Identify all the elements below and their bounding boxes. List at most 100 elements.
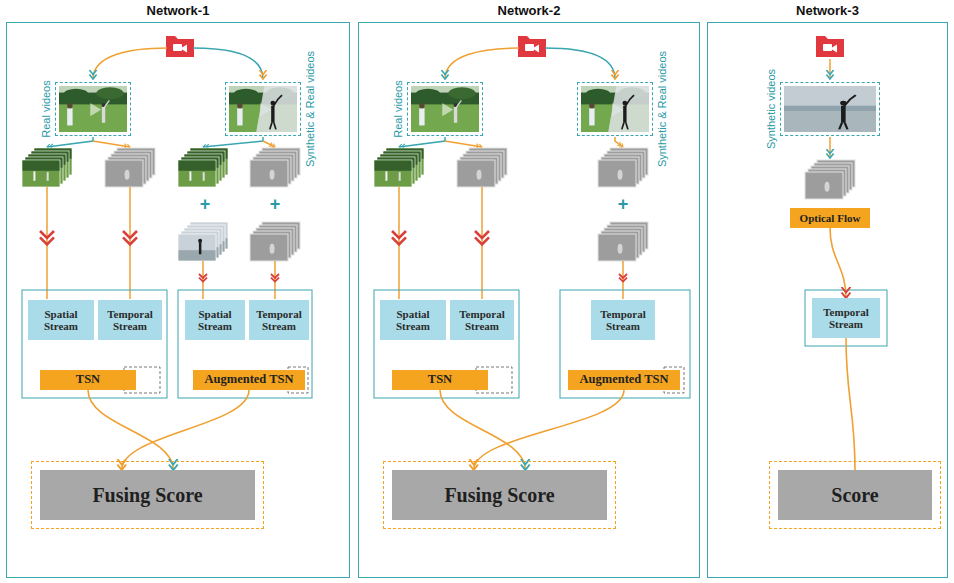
box-label: Temporal Stream (816, 306, 876, 330)
frame-stack (598, 222, 648, 261)
flow-line (93, 48, 167, 79)
synthetic-overlay (608, 86, 649, 132)
silhouette-arms (625, 95, 635, 107)
synthetic-overlay (256, 86, 297, 132)
frame-stack (250, 148, 300, 187)
silhouette-arms (273, 95, 283, 107)
camera-body (173, 44, 182, 51)
flow-line (93, 141, 130, 147)
box-label: Temporal Stream (595, 308, 651, 332)
stream-box: Temporal Stream (98, 300, 162, 340)
red-chevrons (392, 231, 406, 244)
frame-trees (179, 161, 216, 171)
frame-person (33, 171, 35, 180)
camera-body (823, 44, 832, 51)
connector (846, 338, 855, 470)
box-label: TSN (428, 373, 452, 387)
flow-line (445, 48, 519, 79)
frame-golfer (399, 172, 401, 181)
flow-blob (618, 244, 623, 254)
red-chevrons (123, 231, 137, 244)
connector (440, 390, 525, 470)
video-frame-box: Real videos (407, 82, 483, 136)
video-label: Synthetic & Real videos (304, 51, 316, 167)
flow-line (399, 137, 445, 147)
flow-blob (618, 170, 623, 180)
scene-bystander-head (67, 103, 72, 108)
frame-person (385, 171, 387, 180)
panel-title: Network-1 (7, 3, 349, 18)
box-label: Optical Flow (800, 212, 861, 224)
scene-tree (416, 89, 440, 100)
silhouette-body (271, 106, 274, 123)
frame-stack (178, 148, 228, 187)
network-container (374, 290, 519, 398)
video-thumbnail (411, 86, 479, 132)
flow-line (829, 137, 831, 158)
tsn-bar: TSN (40, 370, 136, 390)
synthetic-figure (199, 242, 202, 254)
stream-box: Temporal Stream (450, 300, 514, 340)
video-folder-icon (166, 36, 194, 57)
connector (474, 390, 624, 470)
rgb-frame (22, 160, 60, 187)
stream-box: Spatial Stream (380, 300, 446, 340)
frame-stack (178, 222, 228, 261)
connector (830, 228, 846, 298)
video-thumbnail (229, 86, 297, 132)
optical-flow-label: Optical Flow (790, 208, 870, 228)
panel-title: Network-3 (708, 3, 947, 18)
scene-tree (586, 89, 610, 100)
frame-stack (374, 148, 424, 187)
flow-blob (825, 182, 830, 192)
connector (88, 390, 173, 470)
frame-trees (375, 161, 412, 171)
score-box: Fusing Score (392, 470, 607, 520)
silhouette-legs (622, 123, 628, 130)
synthetic-frame (178, 234, 216, 261)
camera-lens (534, 45, 539, 53)
play-symbol (90, 103, 101, 116)
synthetic-head (198, 239, 202, 243)
frame-golfer (47, 172, 49, 181)
flow-blob (125, 170, 130, 180)
box-label: Augmented TSN (579, 373, 668, 387)
tsn-bar: Augmented TSN (568, 370, 680, 390)
network-panel: Network-1Real videosSynthetic & Real vid… (6, 22, 350, 578)
silhouette-body (623, 106, 626, 123)
camera-body (525, 44, 534, 51)
box-label: Fusing Score (444, 484, 554, 506)
box-label: Spatial Stream (189, 308, 241, 332)
flow-frame (598, 234, 636, 261)
flow-line (445, 141, 482, 147)
folder-shape (166, 36, 194, 57)
video-frame-box: Real videos (55, 82, 131, 136)
scene-ground (784, 111, 876, 132)
golfer-arm (455, 100, 461, 109)
golfer-arm (103, 100, 109, 109)
box-label: Spatial Stream (384, 308, 442, 332)
video-frame-box: Synthetic & Real videos (577, 82, 653, 136)
video-thumbnail (784, 86, 876, 132)
scene-tree (448, 87, 475, 99)
flow-line (203, 137, 263, 147)
flow-line (545, 48, 615, 79)
synthetic-ground (179, 250, 216, 260)
red-chevrons (199, 274, 207, 282)
stream-box: Spatial Stream (185, 300, 245, 340)
panel-title: Network-2 (359, 3, 699, 18)
video-label: Synthetic videos (765, 69, 777, 149)
box-label: TSN (76, 373, 100, 387)
box-label: Temporal Stream (454, 308, 510, 332)
frame-stack (250, 222, 300, 261)
box-label: Temporal Stream (253, 308, 305, 332)
silhouette-legs (270, 123, 276, 130)
scene-bystander (67, 108, 72, 125)
play-symbol (442, 103, 453, 116)
box-label: Spatial Stream (32, 308, 90, 332)
scene-tree (96, 87, 123, 99)
flow-blob (477, 170, 482, 180)
tsn-bar: TSN (392, 370, 488, 390)
flow-line (193, 48, 263, 79)
